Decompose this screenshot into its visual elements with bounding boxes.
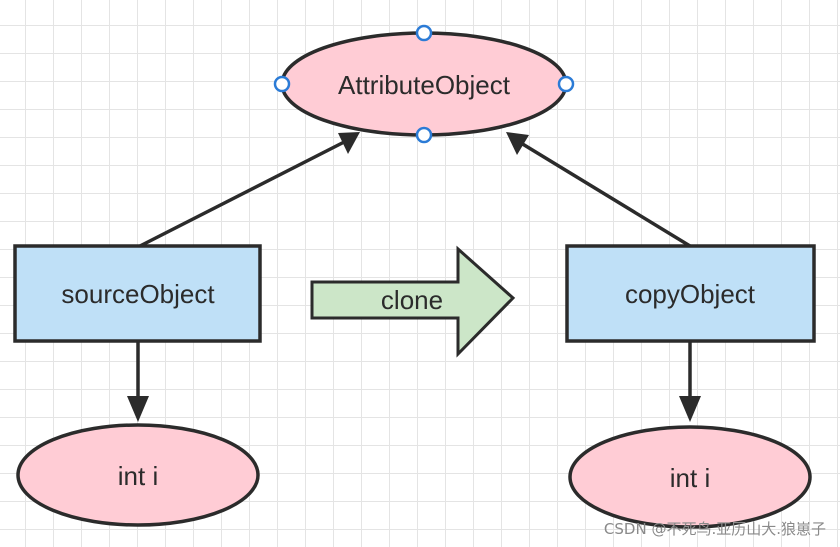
clone-arrow-label: clone: [381, 285, 443, 315]
connector-source-to-attribute: [139, 136, 353, 248]
watermark: CSDN @不死鸟.亚历山大.狼崽子: [603, 520, 826, 538]
arrowhead-to-attribute-right: [506, 132, 529, 155]
copy-field-label: int i: [670, 463, 710, 493]
selection-handle-bottom[interactable]: [415, 126, 433, 144]
arrowhead-to-source-field: [127, 396, 149, 422]
copy-object-label: copyObject: [625, 279, 756, 309]
clone-arrow[interactable]: clone: [310, 245, 516, 358]
copy-object-node[interactable]: copyObject: [565, 244, 816, 343]
attribute-object-label: AttributeObject: [338, 70, 511, 100]
source-field-label: int i: [118, 461, 158, 491]
arrowhead-to-attribute-left: [338, 132, 360, 154]
selection-handle-right[interactable]: [557, 75, 575, 93]
attribute-object-node[interactable]: AttributeObject: [280, 31, 568, 137]
selection-handle-left[interactable]: [273, 75, 291, 93]
source-object-node[interactable]: sourceObject: [13, 244, 262, 343]
source-field-node[interactable]: int i: [16, 423, 260, 527]
copy-field-node[interactable]: int i: [568, 425, 812, 529]
selection-handle-top[interactable]: [415, 24, 433, 42]
connector-copy-to-attribute: [515, 138, 691, 248]
arrowhead-to-copy-field: [679, 396, 701, 422]
source-object-label: sourceObject: [61, 279, 215, 309]
